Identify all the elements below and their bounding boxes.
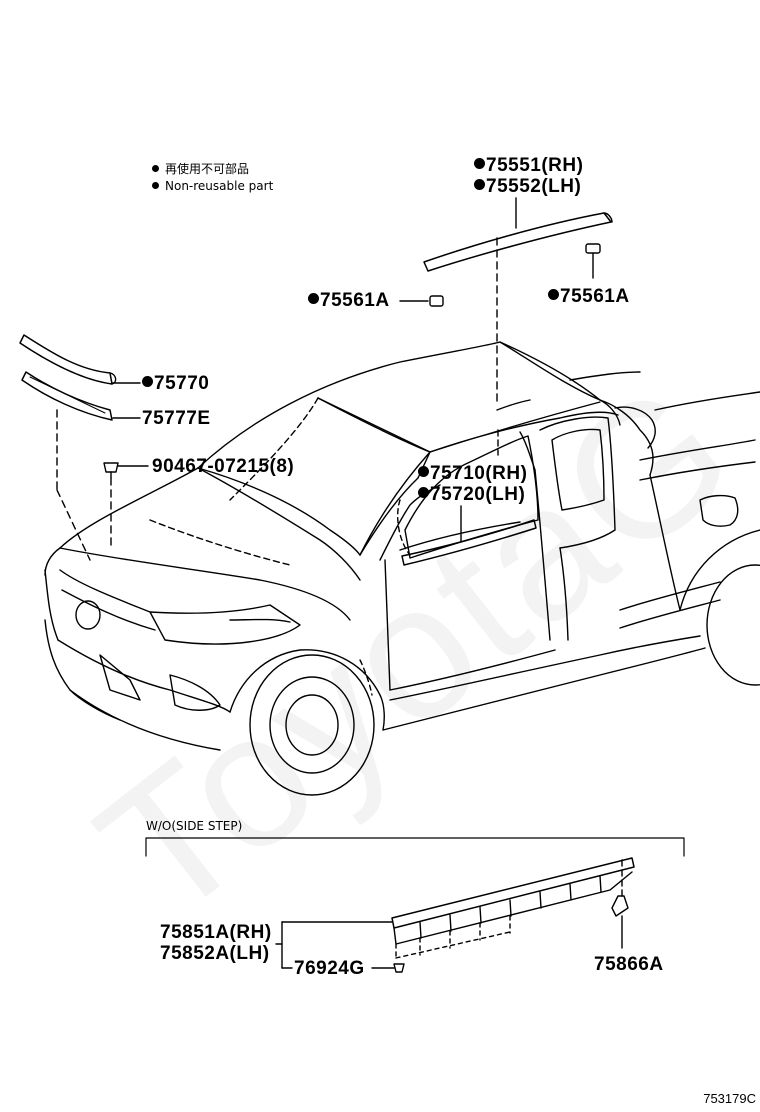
non-reusable-dot-icon — [418, 487, 429, 499]
part-number: 75551(RH) — [486, 155, 584, 176]
part-label-rocker-rh[interactable]: 75851A(RH) — [160, 923, 272, 942]
non-reusable-dot-icon — [474, 158, 485, 170]
non-reusable-dot-icon — [548, 289, 559, 301]
bullet-icon — [152, 165, 159, 172]
roof-molding-part — [399, 197, 613, 406]
part-label-roof-rh[interactable]: 75551(RH) — [474, 156, 583, 175]
part-number: 75552(LH) — [486, 176, 582, 197]
legend-english: Non-reusable part — [152, 180, 273, 192]
part-number: 75561A — [320, 290, 390, 311]
legend-japanese: 再使用不可部品 — [152, 163, 249, 175]
non-reusable-dot-icon — [474, 179, 485, 191]
rocker-molding-part — [145, 837, 685, 973]
part-label-door-rh[interactable]: 75710(RH) — [418, 464, 527, 483]
part-number: 75720(LH) — [430, 484, 526, 505]
legend-english-text: Non-reusable part — [165, 179, 274, 193]
truck-body — [44, 341, 760, 796]
part-label-hood-e[interactable]: 75777E — [142, 409, 211, 428]
non-reusable-dot-icon — [142, 376, 153, 388]
non-reusable-dot-icon — [308, 293, 319, 305]
part-number: 75561A — [560, 286, 630, 307]
part-label-door-lh[interactable]: 75720(LH) — [418, 485, 525, 504]
part-number: 76924G — [294, 958, 365, 979]
part-label-rocker-lh[interactable]: 75852A(LH) — [160, 944, 270, 963]
bullet-icon — [152, 182, 159, 189]
part-label-hood[interactable]: 75770 — [142, 374, 209, 393]
legend-japanese-text: 再使用不可部品 — [165, 162, 250, 176]
part-number: 75770 — [154, 373, 210, 394]
part-label-rocker-nut[interactable]: 75866A — [594, 955, 664, 974]
part-label-rocker-clip[interactable]: 76924G — [294, 959, 365, 978]
non-reusable-dot-icon — [418, 466, 429, 478]
part-label-clip-hood[interactable]: 90467-07215(8) — [152, 457, 294, 476]
part-number: 90467-07215(8) — [152, 456, 295, 477]
part-number: 75777E — [142, 408, 211, 429]
section-label: W/O(SIDE STEP) — [146, 819, 243, 833]
part-label-roof-lh[interactable]: 75552(LH) — [474, 177, 581, 196]
part-number: 75852A(LH) — [160, 943, 270, 964]
footer-code: 753179C — [703, 1091, 756, 1106]
part-label-clip-left[interactable]: 75561A — [308, 291, 390, 310]
part-label-clip-right[interactable]: 75561A — [548, 287, 630, 306]
hood-molding-part — [19, 334, 149, 561]
part-number: 75866A — [594, 954, 664, 975]
part-number: 75851A(RH) — [160, 922, 272, 943]
part-number: 75710(RH) — [430, 463, 528, 484]
